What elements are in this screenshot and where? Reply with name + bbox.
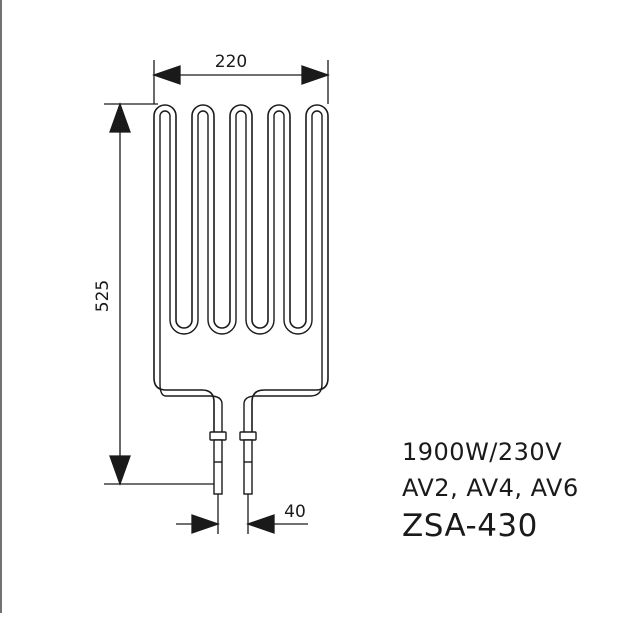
pin-arrow-right	[246, 514, 275, 534]
right-pin-collar	[239, 431, 257, 441]
height-arrow-bottom	[109, 455, 131, 486]
right-pin	[243, 439, 253, 495]
pin-arrow-left	[191, 514, 220, 534]
width-label: 220	[215, 52, 247, 72]
left-pin-collar	[209, 431, 227, 441]
height-dimension	[104, 102, 214, 486]
heating-element-coil	[153, 104, 329, 437]
left-pin	[213, 439, 223, 495]
model-number: ZSA-430	[402, 508, 538, 544]
pin-spacing-dimension	[176, 494, 308, 534]
terminal-pins	[209, 431, 257, 495]
height-label: 525	[93, 280, 113, 312]
height-arrow-top	[109, 102, 131, 133]
width-arrow-right	[301, 65, 330, 85]
compatible-models: AV2, AV4, AV6	[402, 474, 579, 502]
coil-outer-outline	[153, 104, 329, 437]
power-rating: 1900W/230V	[402, 438, 563, 466]
width-arrow-left	[152, 65, 181, 85]
coil-inner-outline	[159, 110, 323, 437]
pin-spacing-label: 40	[284, 502, 306, 522]
width-dimension	[152, 60, 330, 104]
